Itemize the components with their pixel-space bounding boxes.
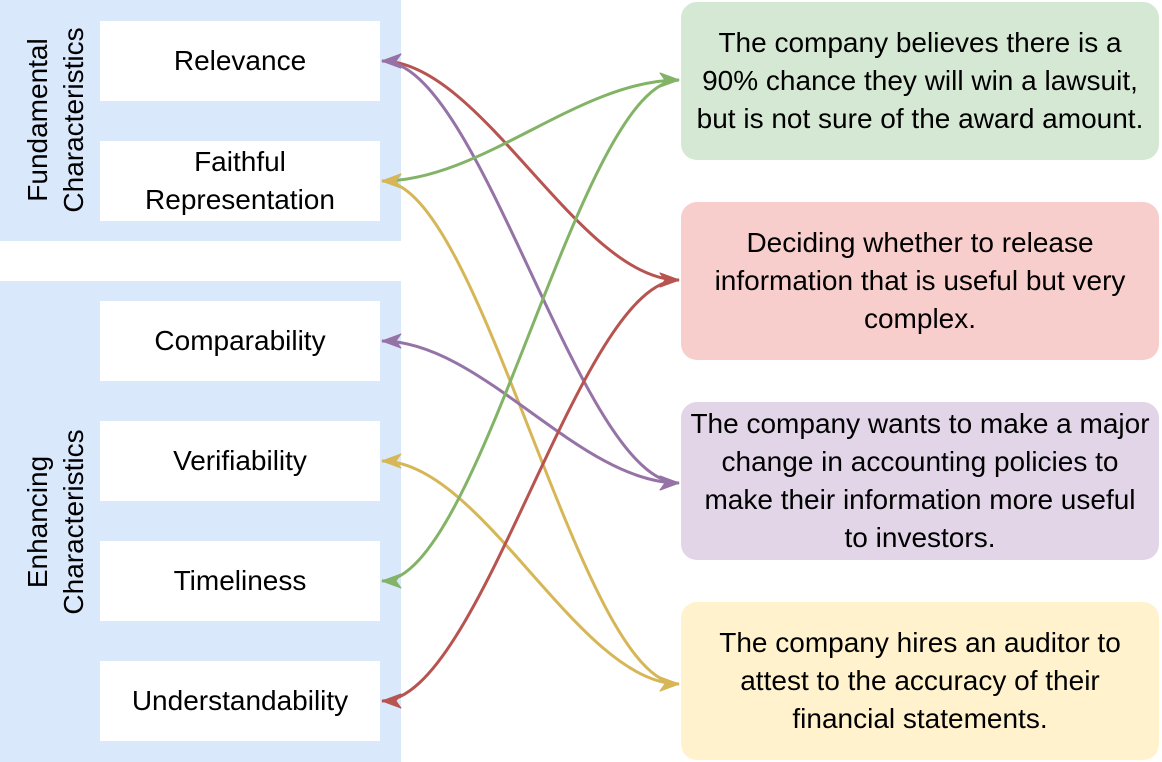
arrowhead-verifiability-end bbox=[381, 453, 402, 469]
arrowhead-auditor-end bbox=[659, 676, 680, 692]
connector-comparability-policy bbox=[381, 339, 680, 485]
term-understandability: Understandability bbox=[100, 661, 380, 741]
arrowhead-timeliness-end bbox=[381, 573, 402, 589]
connector-relevance-complex bbox=[381, 59, 680, 282]
term-timeliness: Timeliness bbox=[100, 541, 380, 621]
connector-faithful-auditor bbox=[381, 179, 680, 686]
connector-faithful-lawsuit bbox=[381, 78, 680, 183]
arrowhead-relevance-end bbox=[381, 53, 402, 69]
connector-verifiability-auditor bbox=[381, 459, 680, 686]
term-relevance: Relevance bbox=[100, 21, 380, 101]
arrowhead-understandability-end bbox=[381, 693, 402, 709]
example-policy-change: The company wants to make a major change… bbox=[681, 402, 1159, 560]
term-comparability: Comparability bbox=[100, 301, 380, 381]
connector-relevance-policy bbox=[381, 59, 680, 485]
example-lawsuit: The company believes there is a 90% chan… bbox=[681, 2, 1159, 160]
arrowhead-comparability-end bbox=[381, 333, 402, 349]
connector-timeliness-lawsuit bbox=[381, 78, 680, 583]
example-complex-information: Deciding whether to release information … bbox=[681, 202, 1159, 360]
term-faithful-representation: Faithful Representation bbox=[100, 141, 380, 221]
arrowhead-policy-end bbox=[659, 475, 680, 491]
arrowhead-faithful-end bbox=[381, 173, 402, 189]
term-verifiability: Verifiability bbox=[100, 421, 380, 501]
connector-understandability-complex bbox=[381, 278, 680, 703]
arrowhead-lawsuit-end bbox=[659, 72, 680, 88]
example-auditor: The company hires an auditor to attest t… bbox=[681, 602, 1159, 760]
arrowhead-complex-end bbox=[659, 272, 680, 288]
